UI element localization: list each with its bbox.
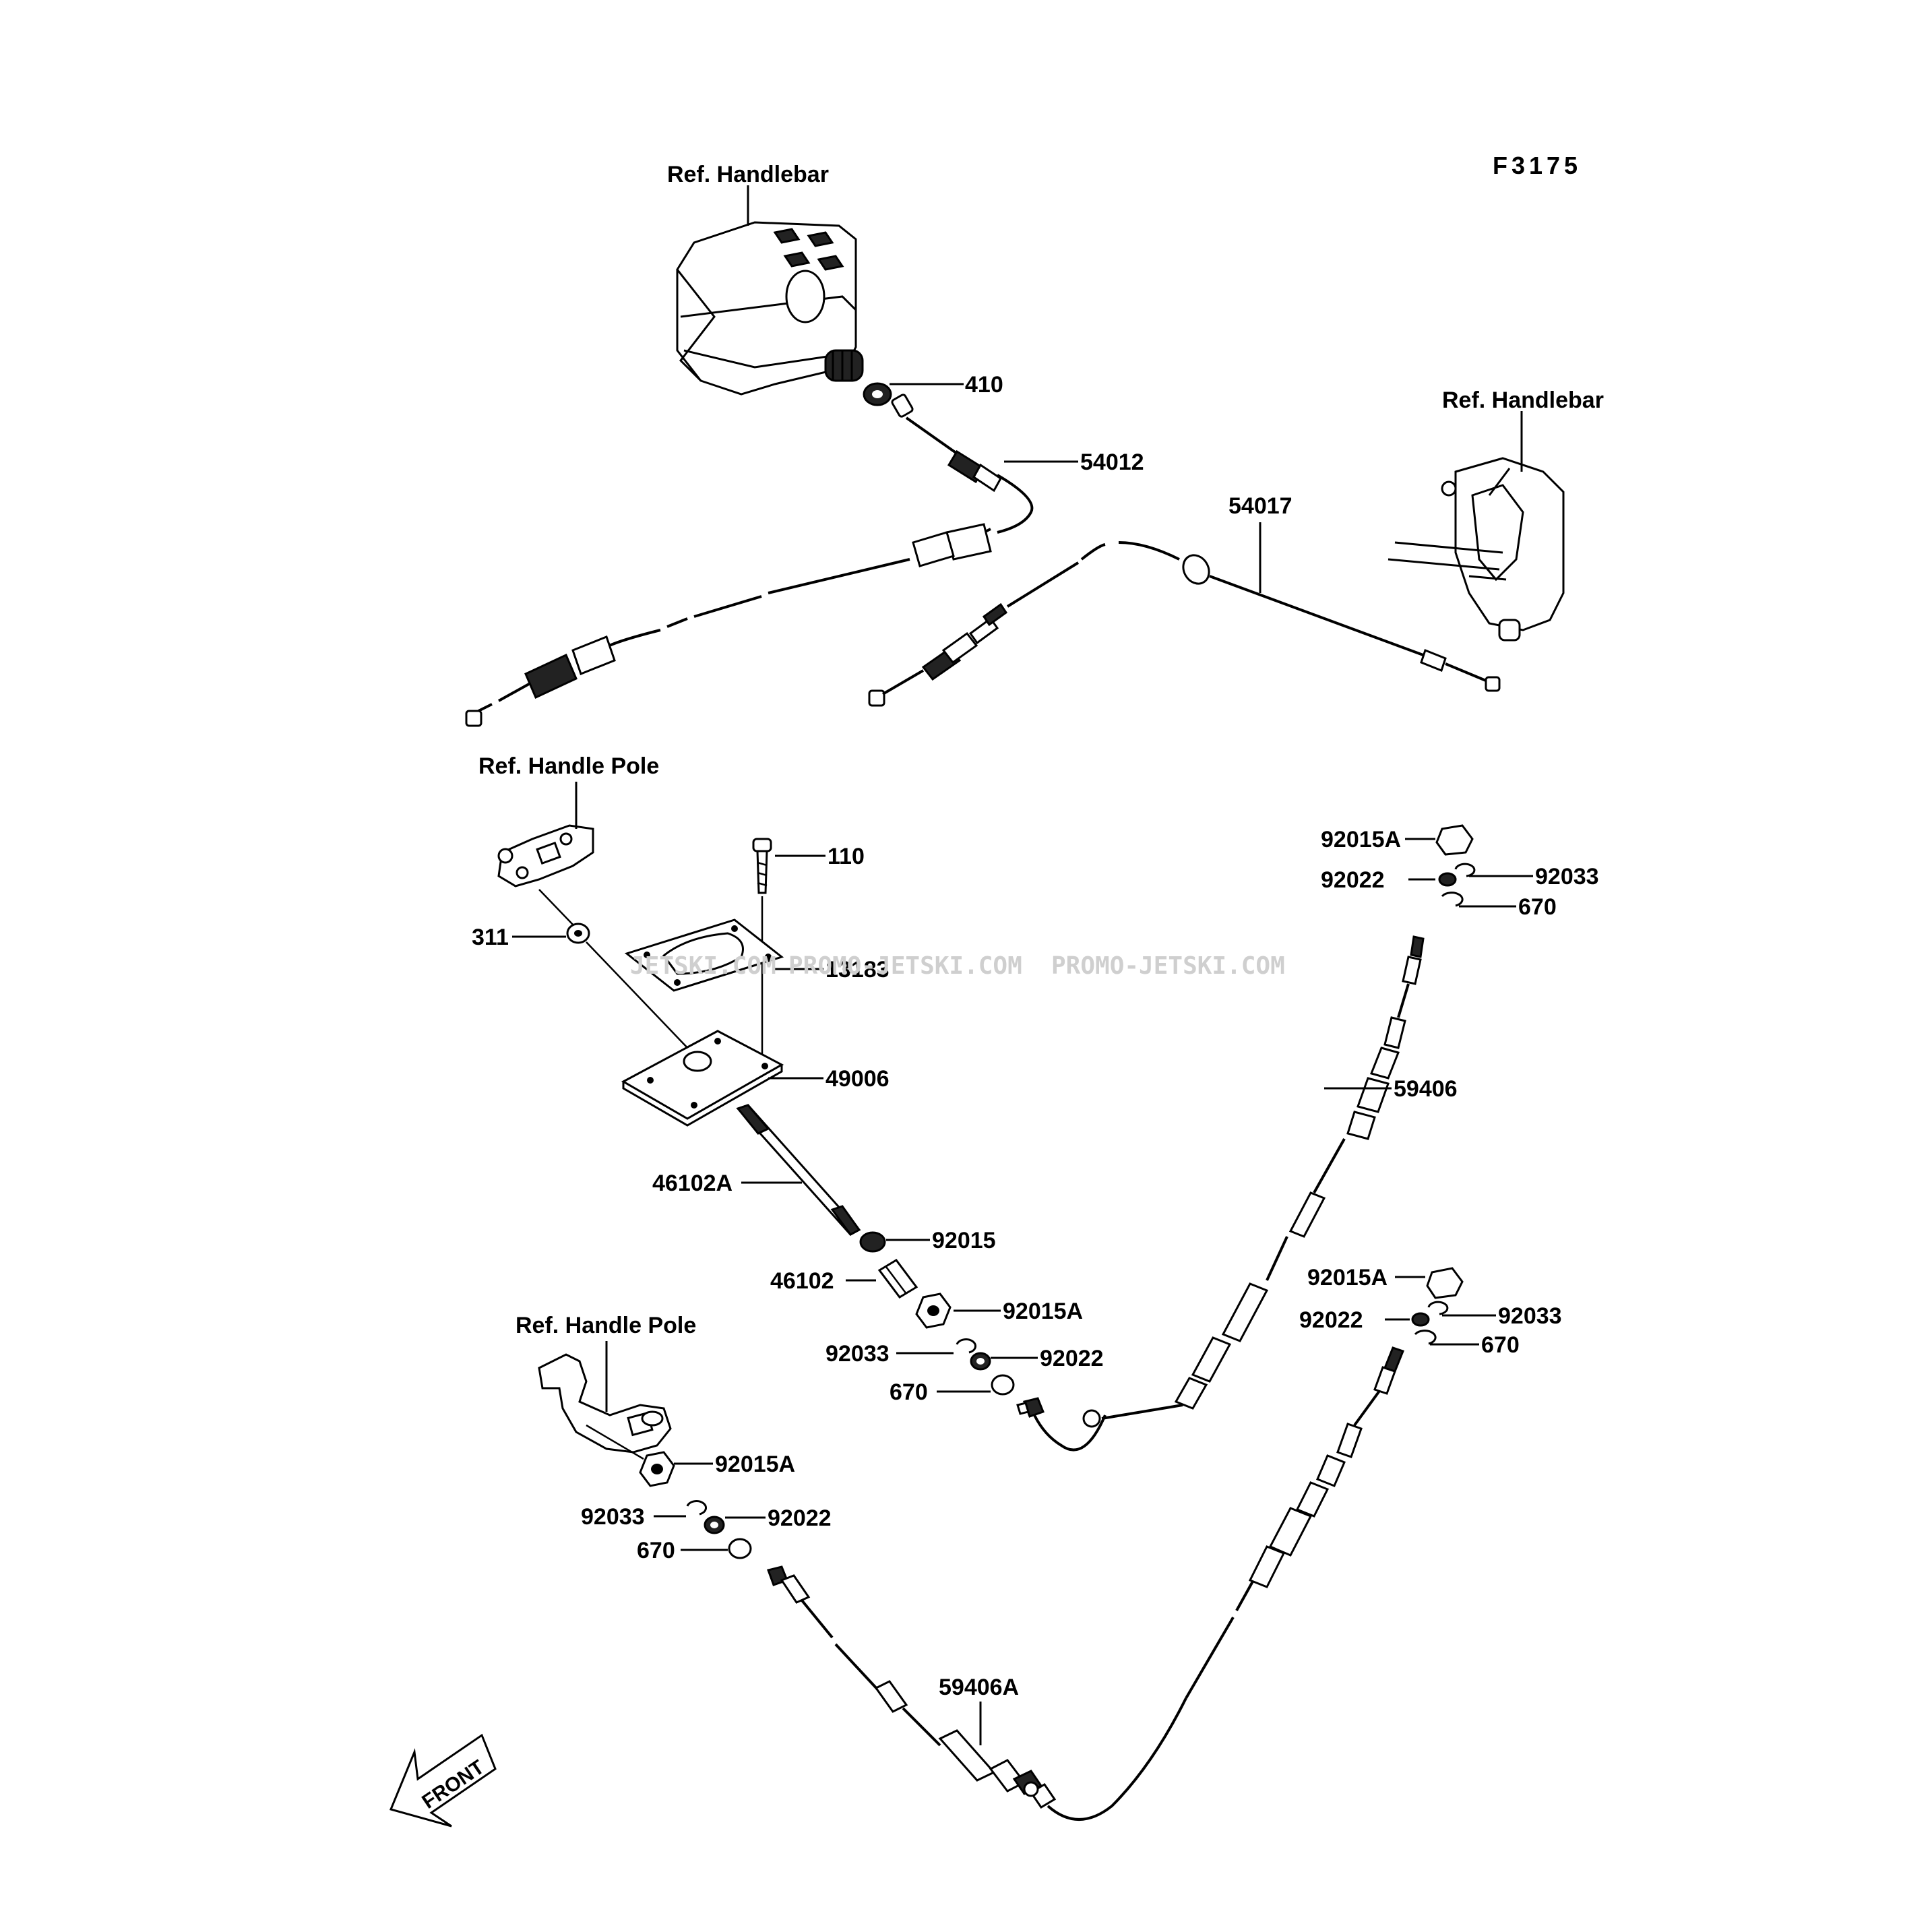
stud-46102A	[736, 1104, 861, 1236]
label-46102: 46102	[770, 1268, 834, 1294]
label-92015A-mid: 92015A	[1003, 1299, 1083, 1324]
label-49006: 49006	[825, 1066, 890, 1092]
label-59406: 59406	[1394, 1076, 1458, 1102]
nut-92015A-mid	[915, 1292, 952, 1329]
label-92022-mid: 92022	[1040, 1346, 1104, 1371]
plate-49006	[621, 1030, 784, 1127]
nut-92015A-lower-right	[1426, 1267, 1464, 1299]
handlebar-switch-housing-left	[676, 221, 864, 396]
label-13183: 13183	[825, 957, 890, 983]
label-54017: 54017	[1228, 493, 1292, 519]
clip-92033-lower-right	[1427, 1301, 1449, 1315]
nut-92015	[859, 1231, 886, 1253]
nut-311	[566, 923, 590, 944]
label-92033-upper-right: 92033	[1535, 864, 1599, 890]
cable-54017	[868, 541, 1501, 707]
label-92015A-lower-right: 92015A	[1307, 1265, 1388, 1290]
nut-92015A-upper-right	[1435, 824, 1474, 856]
label-54012: 54012	[1080, 449, 1144, 475]
label-670-mid: 670	[890, 1379, 928, 1405]
label-ref-handle-pole-upper: Ref. Handle Pole	[478, 753, 659, 779]
label-ref-handle-pole-lower: Ref. Handle Pole	[516, 1313, 696, 1338]
label-92022-lower-left: 92022	[768, 1505, 832, 1531]
watermark: JETSKI.COM PROMO-JETSKI.COM PROMO-JETSKI…	[630, 952, 1285, 980]
label-110: 110	[828, 844, 865, 869]
label-46102A: 46102A	[652, 1171, 733, 1196]
label-311: 311	[472, 925, 509, 950]
label-410: 410	[965, 372, 1003, 398]
ring-670-mid	[991, 1374, 1015, 1396]
label-92022-lower-right: 92022	[1299, 1307, 1363, 1333]
front-direction-arrow: FRONT	[389, 1733, 497, 1828]
label-ref-handlebar-right: Ref. Handlebar	[1442, 387, 1604, 413]
watermark-text-2: PROMO-JETSKI.COM	[788, 952, 1022, 980]
coupler-46102	[877, 1259, 918, 1299]
handlebar-lever-housing-right	[1388, 457, 1565, 642]
label-92033-mid: 92033	[825, 1341, 890, 1367]
label-92015A-upper-right: 92015A	[1321, 827, 1401, 852]
washer-410	[863, 382, 892, 406]
gasket-13183	[624, 918, 784, 992]
clip-92033-lower-left	[686, 1500, 708, 1516]
label-92022-upper-right: 92022	[1321, 867, 1385, 893]
label-92033-lower-left: 92033	[581, 1504, 645, 1530]
screw-110	[752, 838, 772, 894]
ring-670-upper-right	[1441, 892, 1464, 907]
cable-54012	[465, 394, 1034, 727]
handle-pole-bracket-lower	[538, 1353, 672, 1454]
label-670-lower-left: 670	[637, 1538, 675, 1563]
label-59406A: 59406A	[939, 1675, 1019, 1700]
figure-code: F3175	[1493, 152, 1582, 179]
ring-670-lower-left	[728, 1538, 752, 1559]
label-670-upper-right: 670	[1518, 894, 1557, 920]
label-92015: 92015	[932, 1228, 996, 1253]
label-670-lower-right: 670	[1481, 1332, 1520, 1358]
nut-92015A-lower-left	[639, 1451, 675, 1487]
ring-670-lower-right	[1414, 1330, 1437, 1345]
watermark-text-3: PROMO-JETSKI.COM	[1051, 952, 1285, 980]
handle-pole-bracket-upper	[497, 824, 594, 887]
watermark-text-1: JETSKI.COM	[630, 952, 776, 980]
label-92033-lower-right: 92033	[1498, 1303, 1562, 1329]
label-92015A-lower-left: 92015A	[715, 1452, 795, 1477]
washer-92022-mid	[970, 1352, 991, 1371]
clip-92033-mid	[956, 1338, 977, 1354]
washer-92022-lower-right	[1411, 1312, 1430, 1327]
cable-59406A	[767, 1346, 1404, 1821]
cable-59406	[1016, 935, 1425, 1452]
label-ref-handlebar-left: Ref. Handlebar	[667, 162, 829, 187]
clip-92033-upper-right	[1454, 863, 1476, 877]
washer-92022-lower-left	[704, 1516, 725, 1534]
washer-92022-upper-right	[1438, 872, 1457, 887]
